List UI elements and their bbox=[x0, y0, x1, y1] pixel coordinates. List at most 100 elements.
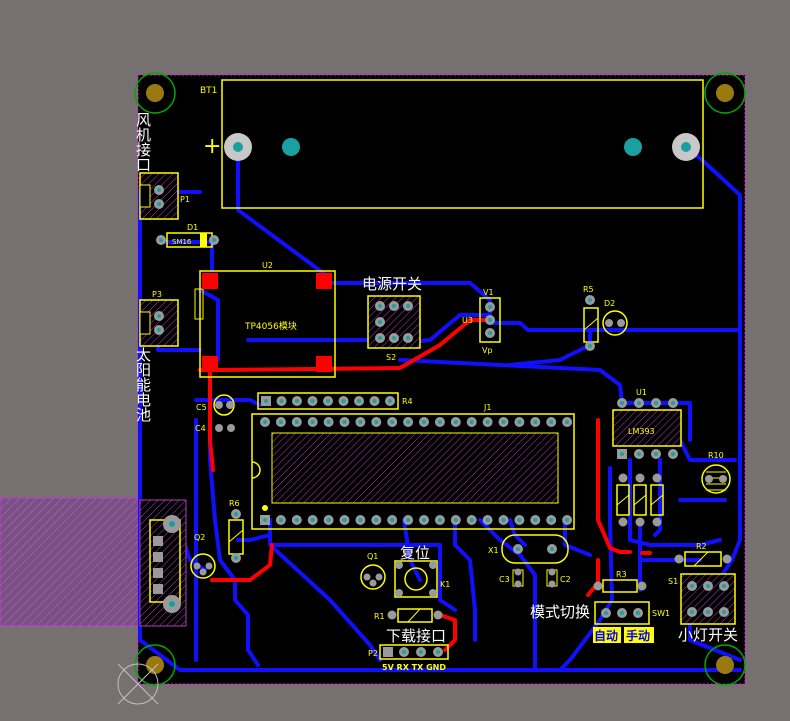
r1-pad-2[interactable] bbox=[433, 610, 443, 620]
j1-pin-bottom-5-drill bbox=[326, 518, 331, 522]
u2-pad-bl[interactable] bbox=[202, 356, 218, 372]
q2-pin-3[interactable] bbox=[205, 562, 213, 570]
q1-pin-2[interactable] bbox=[369, 579, 377, 587]
j1-pin-bottom-18-drill bbox=[533, 518, 538, 522]
c3-pad-1[interactable] bbox=[514, 568, 522, 576]
j1-designator: J1 bbox=[483, 403, 491, 412]
j1-pin-bottom-3-drill bbox=[294, 518, 299, 522]
u2-pad-tl[interactable] bbox=[202, 273, 218, 289]
c3-pad-2[interactable] bbox=[514, 580, 522, 588]
r2-pad-2[interactable] bbox=[722, 554, 732, 564]
q1-pin-1[interactable] bbox=[363, 573, 371, 581]
battery-outline bbox=[221, 79, 704, 209]
header-v1: V1 Vp U3 bbox=[462, 288, 501, 355]
j1-pin-top-20-drill bbox=[565, 420, 570, 424]
c4-pad-1[interactable] bbox=[215, 424, 223, 432]
d2-pad-2[interactable] bbox=[617, 319, 625, 327]
q2-designator: Q2 bbox=[194, 533, 205, 542]
d1-body-text: SM16 bbox=[172, 238, 192, 246]
k1-pad-2[interactable] bbox=[429, 561, 437, 569]
keepout-overlay bbox=[0, 498, 140, 626]
solar-cell-label: 太阳能电池 bbox=[134, 347, 152, 422]
q1-designator: Q1 bbox=[367, 552, 378, 561]
resistor-r2: R2 bbox=[674, 542, 732, 567]
q2-pin-1[interactable] bbox=[193, 562, 201, 570]
j1-pin-top-11-drill bbox=[422, 420, 426, 424]
j1-pin-top-9-drill bbox=[390, 420, 395, 424]
q2-pin-2[interactable] bbox=[199, 568, 207, 576]
c5-pad-1[interactable] bbox=[215, 401, 223, 409]
r4-pin-4-drill bbox=[310, 399, 315, 403]
r3-pad-2[interactable] bbox=[637, 581, 647, 591]
res-c-pad-2[interactable] bbox=[652, 517, 662, 527]
j1-pin-bottom-13-drill bbox=[453, 518, 458, 522]
r10-designator: R10 bbox=[708, 451, 724, 460]
k1-button-cap[interactable] bbox=[404, 567, 428, 591]
r4-pin-8-drill bbox=[372, 399, 377, 403]
res-a-pad-1[interactable] bbox=[618, 473, 628, 483]
r4-pin-9-drill bbox=[388, 399, 392, 403]
j1-pin-bottom-10-drill bbox=[406, 518, 411, 522]
connector-p1: P1 bbox=[139, 172, 190, 220]
r10-pad-1[interactable] bbox=[705, 475, 713, 483]
fan-output-pin-3[interactable] bbox=[153, 568, 163, 578]
crystal-x1: X1 bbox=[488, 534, 569, 564]
j1-pin-top-15-drill bbox=[485, 420, 490, 424]
j1-pins[interactable] bbox=[260, 417, 573, 525]
c2-pad-2[interactable] bbox=[548, 580, 556, 588]
download-pins-label: 5V RX TX GND bbox=[382, 663, 446, 672]
j1-pin-bottom-14-drill bbox=[469, 518, 474, 522]
c5-designator: C5 bbox=[196, 403, 207, 412]
auto-label-box bbox=[593, 627, 621, 643]
resistor-r6: R6 bbox=[228, 499, 244, 563]
fan-output-pin-4[interactable] bbox=[153, 584, 163, 594]
r4-pin-6-drill bbox=[341, 399, 346, 403]
j1-pin-top-12-drill bbox=[437, 420, 442, 424]
k1-pad-4[interactable] bbox=[429, 589, 437, 597]
q1-pin-3[interactable] bbox=[375, 573, 383, 581]
mode-switch-label: 模式切换 bbox=[530, 603, 590, 621]
capacitor-c2: C2 bbox=[546, 568, 571, 588]
r3-pad-1[interactable] bbox=[593, 581, 603, 591]
p2-pin-1[interactable] bbox=[383, 647, 393, 657]
j1-pin-bottom-20-drill bbox=[565, 518, 570, 522]
s2-designator: S2 bbox=[386, 353, 396, 362]
switch-s1: S1 bbox=[668, 573, 736, 625]
c4-pad-2[interactable] bbox=[227, 424, 235, 432]
k1-pad-3[interactable] bbox=[395, 589, 403, 597]
light-switch-label: 小灯开关 bbox=[678, 626, 738, 644]
manual-label-box bbox=[624, 627, 654, 643]
c5-pad-2[interactable] bbox=[226, 401, 234, 409]
res-b-pad-1[interactable] bbox=[635, 473, 645, 483]
c2-pad-1[interactable] bbox=[548, 568, 556, 576]
r4-pins[interactable] bbox=[261, 396, 395, 406]
c3-designator: C3 bbox=[499, 575, 510, 584]
mounting-hole-tl bbox=[134, 72, 176, 114]
j1-pin-bottom-9-drill bbox=[390, 518, 395, 522]
res-a-pad-2[interactable] bbox=[618, 517, 628, 527]
j1-pin-top-5-drill bbox=[326, 420, 331, 424]
mounting-hole-tr bbox=[704, 72, 746, 114]
res-c-pad-1[interactable] bbox=[652, 473, 662, 483]
u3-designator: U3 bbox=[462, 316, 473, 325]
j1-pin-bottom-12-drill bbox=[437, 518, 442, 522]
j1-pin-top-14-drill bbox=[469, 420, 474, 424]
u2-pad-br[interactable] bbox=[316, 356, 332, 372]
k1-pad-1[interactable] bbox=[395, 561, 403, 569]
s1-designator: S1 bbox=[668, 577, 678, 586]
d2-designator: D2 bbox=[604, 299, 615, 308]
r1-pad-1[interactable] bbox=[387, 610, 397, 620]
fan-output-pin-1[interactable] bbox=[153, 536, 163, 546]
c2-designator: C2 bbox=[560, 575, 571, 584]
j1-pin-top-17-drill bbox=[517, 420, 522, 424]
d2-pad-1[interactable] bbox=[605, 319, 613, 327]
r2-pad-1[interactable] bbox=[674, 554, 684, 564]
r2-designator: R2 bbox=[696, 542, 707, 551]
j1-pin-top-4-drill bbox=[310, 420, 315, 424]
r10-pad-2[interactable] bbox=[719, 475, 727, 483]
fan-output-pin-2[interactable] bbox=[153, 552, 163, 562]
u2-pad-tr[interactable] bbox=[316, 273, 332, 289]
j1-pin-top-8-drill bbox=[374, 420, 379, 424]
res-b-pad-2[interactable] bbox=[635, 517, 645, 527]
